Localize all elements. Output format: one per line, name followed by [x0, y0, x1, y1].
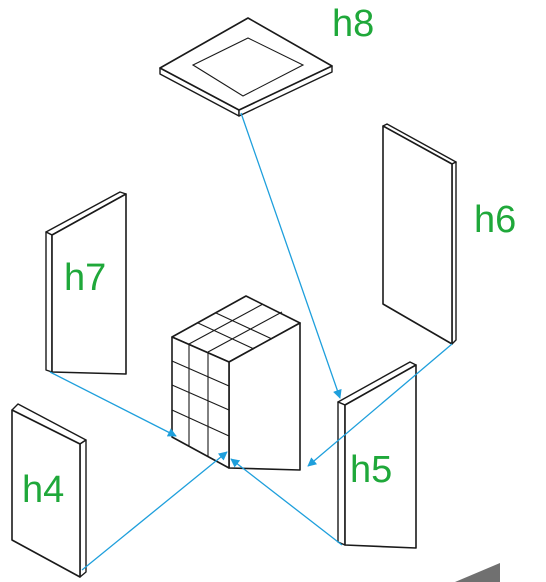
panel-h6 [382, 123, 457, 345]
cube-grid-lines [171, 303, 283, 457]
label-h6: h6 [474, 199, 516, 241]
panel-h8 [159, 17, 333, 117]
label-h5: h5 [350, 449, 392, 491]
center-cube [171, 295, 301, 471]
label-h7: h7 [64, 257, 106, 299]
arrow-h8-to-h5 [240, 112, 342, 399]
arrow-h7-to-cube [49, 371, 177, 437]
panel-h4 [11, 403, 87, 578]
corner-watermark-shape [455, 563, 500, 582]
arrow-h5-to-cube [230, 458, 343, 546]
label-h4: h4 [22, 469, 64, 511]
panel-h7 [45, 191, 127, 375]
label-h8: h8 [332, 3, 374, 45]
arrow-h4-to-cube [81, 451, 228, 571]
arrow-h6-to-cube [307, 343, 453, 467]
panel-h5 [337, 361, 417, 549]
arrows [49, 112, 453, 571]
